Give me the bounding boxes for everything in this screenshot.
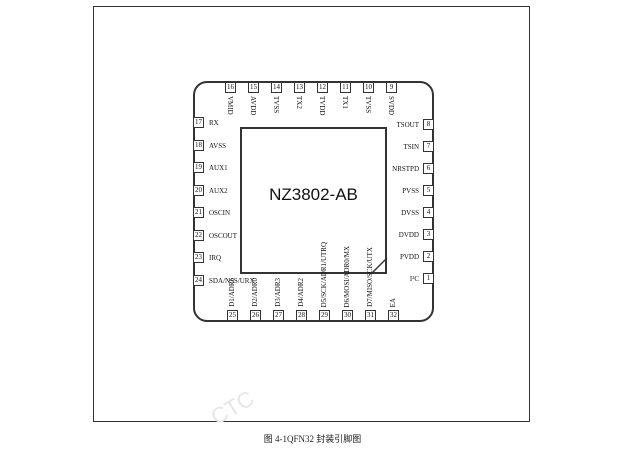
pin-2-label: PVDD	[399, 253, 419, 261]
chip-die	[240, 127, 388, 275]
pin-9-pad: 9	[386, 82, 397, 93]
pin-3-label: DVDD	[398, 231, 419, 239]
pin-29-label: D5/SCK/ADR1/UTRQ	[320, 241, 328, 307]
pin-30-pad: 30	[342, 310, 353, 321]
pin-17-pad: 17	[193, 117, 204, 128]
pin-25-label: D1/ADR5	[228, 278, 236, 307]
pin-16-label: VMID	[226, 96, 234, 115]
pin-6-pad: 6	[423, 163, 434, 174]
pin-13-label: TX2	[295, 96, 303, 109]
pin-12-label: TVDD	[318, 96, 326, 116]
pin-13-pad: 13	[294, 82, 305, 93]
pin-4-label: DVSS	[401, 209, 419, 217]
pin-28-label: D4/ADR2	[297, 278, 305, 307]
pin-2-pad: 2	[423, 251, 434, 262]
pin-4-pad: 4	[423, 207, 434, 218]
pin-18-label: AVSS	[209, 141, 226, 150]
pin-17-label: RX	[209, 119, 219, 127]
pin-18-pad: 18	[193, 139, 204, 151]
pin-14-label: TVSS	[272, 96, 280, 114]
pin-30-label: D6/MOSI/ADR0/MX	[343, 245, 351, 307]
pin-19-label: AUX1	[209, 164, 228, 172]
pin-7-label: TSIN	[403, 143, 419, 151]
pin-24-label: SDA/NSS/URX	[209, 276, 255, 285]
pin-32-label: EA	[389, 297, 397, 307]
chip-name: NZ3802-AB	[269, 185, 358, 204]
pin-9-label: SVDD	[387, 96, 395, 116]
pin-10-label: TVSS	[364, 96, 372, 114]
pin-25-pad: 25	[227, 310, 238, 321]
pin-10-pad: 10	[363, 82, 374, 93]
pin-8-label: TSOUT	[396, 121, 419, 129]
pin-1-pad: 1	[423, 273, 434, 284]
qfn32-package	[193, 81, 434, 322]
pin-7-pad: 7	[423, 141, 434, 152]
pin-6-label: NRSTPD	[392, 165, 419, 173]
pin-20-pad: 20	[193, 184, 204, 196]
pin-32-pad: 32	[388, 310, 399, 321]
pin-23-label: IRQ	[209, 254, 222, 262]
pin-15-pad: 15	[248, 82, 259, 93]
pin-21-pad: 21	[193, 207, 204, 218]
pin-15-label: AVDD	[249, 96, 257, 116]
pin-27-pad: 27	[273, 310, 284, 321]
pin-20-label: AUX2	[209, 186, 228, 195]
pin-11-label: TX1	[341, 96, 349, 109]
pin-19-pad: 19	[193, 162, 204, 173]
pin-31-pad: 31	[365, 310, 376, 321]
pin-28-pad: 28	[296, 310, 307, 321]
pin-5-pad: 5	[423, 185, 434, 196]
pin-11-pad: 11	[340, 82, 351, 93]
die-corner-mark	[370, 257, 388, 275]
pin-16-pad: 16	[225, 82, 236, 93]
pin-24-pad: 24	[193, 274, 204, 286]
pin-31-label: D7/MISO/SCK/UTX	[366, 247, 374, 307]
figure-caption: 图 4-1QFN32 封装引脚图	[263, 434, 362, 444]
pin-14-pad: 14	[271, 82, 282, 93]
pin-22-label: OSCOUT	[209, 231, 238, 240]
pin-8-pad: 8	[423, 119, 434, 130]
pin-27-label: D3/ADR3	[274, 278, 282, 307]
pin-26-label: D2/ADR0	[251, 278, 259, 307]
pin-23-pad: 23	[193, 252, 204, 263]
pin-26-pad: 26	[250, 310, 261, 321]
diagram-frame	[93, 6, 530, 422]
pin-12-pad: 12	[317, 82, 328, 93]
pin-1-label: I²C	[409, 275, 419, 283]
pin-21-label: OSCIN	[209, 209, 231, 217]
pin-3-pad: 3	[423, 229, 434, 240]
pin-5-label: PVSS	[402, 187, 419, 195]
pin-22-pad: 22	[193, 229, 204, 241]
pin-29-pad: 29	[319, 310, 330, 321]
